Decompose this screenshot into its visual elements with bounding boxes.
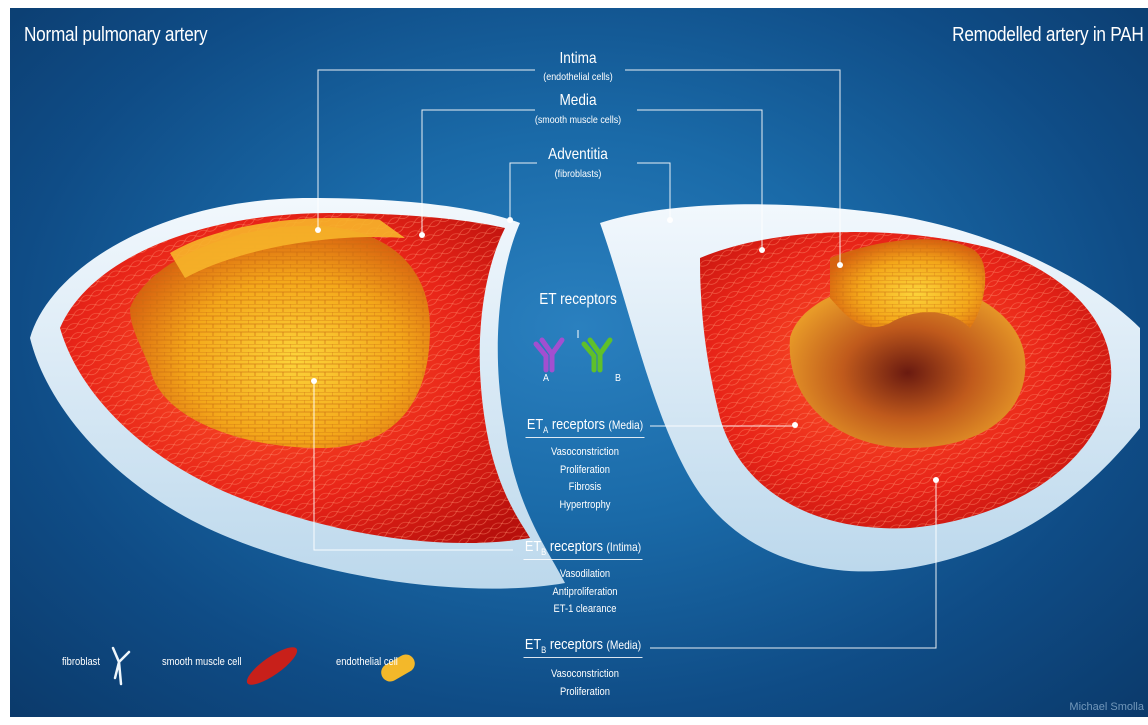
receptor-b-label: B xyxy=(610,372,627,384)
eta-media-heading: ETA receptors (Media) xyxy=(526,416,645,438)
artist-credit: Michael Smolla xyxy=(1069,701,1144,713)
effect-item: Fibrosis xyxy=(534,479,636,497)
remodelled-artery xyxy=(600,204,1140,571)
media-label: Media xyxy=(536,92,621,110)
eta-media-effects: Vasoconstriction Proliferation Fibrosis … xyxy=(534,444,636,514)
etb-intima-heading: ETB receptors (Intima) xyxy=(524,538,643,560)
effect-item: Proliferation xyxy=(534,462,636,480)
intima-cells-label: (endothelial cells) xyxy=(527,71,629,83)
etb-intima-effects: Vasodilation Antiproliferation ET-1 clea… xyxy=(534,566,636,619)
intima-label: Intima xyxy=(536,50,621,68)
normal-artery xyxy=(30,198,565,589)
et-receptors-title: ET receptors xyxy=(527,291,629,309)
receptor-b-icon xyxy=(584,340,610,370)
effect-item: Vasoconstriction xyxy=(534,666,636,684)
remodelled-artery-title: Remodelled artery in PAH xyxy=(953,24,1144,47)
diagram-canvas: Normal pulmonary artery Remodelled arter… xyxy=(10,8,1148,717)
receptor-a-icon xyxy=(536,340,562,370)
receptor-a-label: A xyxy=(538,372,555,384)
etb-media-effects: Vasoconstriction Proliferation xyxy=(534,666,636,701)
legend-fibroblast-label: fibroblast xyxy=(62,656,100,668)
legend-endothelial-label: endothelial cell xyxy=(336,656,398,668)
effect-item: Antiproliferation xyxy=(534,584,636,602)
adventitia-cells-label: (fibroblasts) xyxy=(527,168,629,180)
effect-item: Vasodilation xyxy=(534,566,636,584)
effect-item: ET-1 clearance xyxy=(534,601,636,619)
effect-item: Vasoconstriction xyxy=(534,444,636,462)
fibroblast-icon xyxy=(113,648,129,684)
effect-item: Proliferation xyxy=(534,684,636,702)
media-cells-label: (smooth muscle cells) xyxy=(519,114,638,126)
effect-item: Hypertrophy xyxy=(534,497,636,515)
adventitia-label: Adventitia xyxy=(527,146,629,164)
normal-artery-title: Normal pulmonary artery xyxy=(24,24,207,47)
legend-smooth-muscle-label: smooth muscle cell xyxy=(162,656,242,668)
smooth-muscle-cell-icon xyxy=(242,641,301,690)
etb-media-heading: ETB receptors (Media) xyxy=(524,636,643,658)
